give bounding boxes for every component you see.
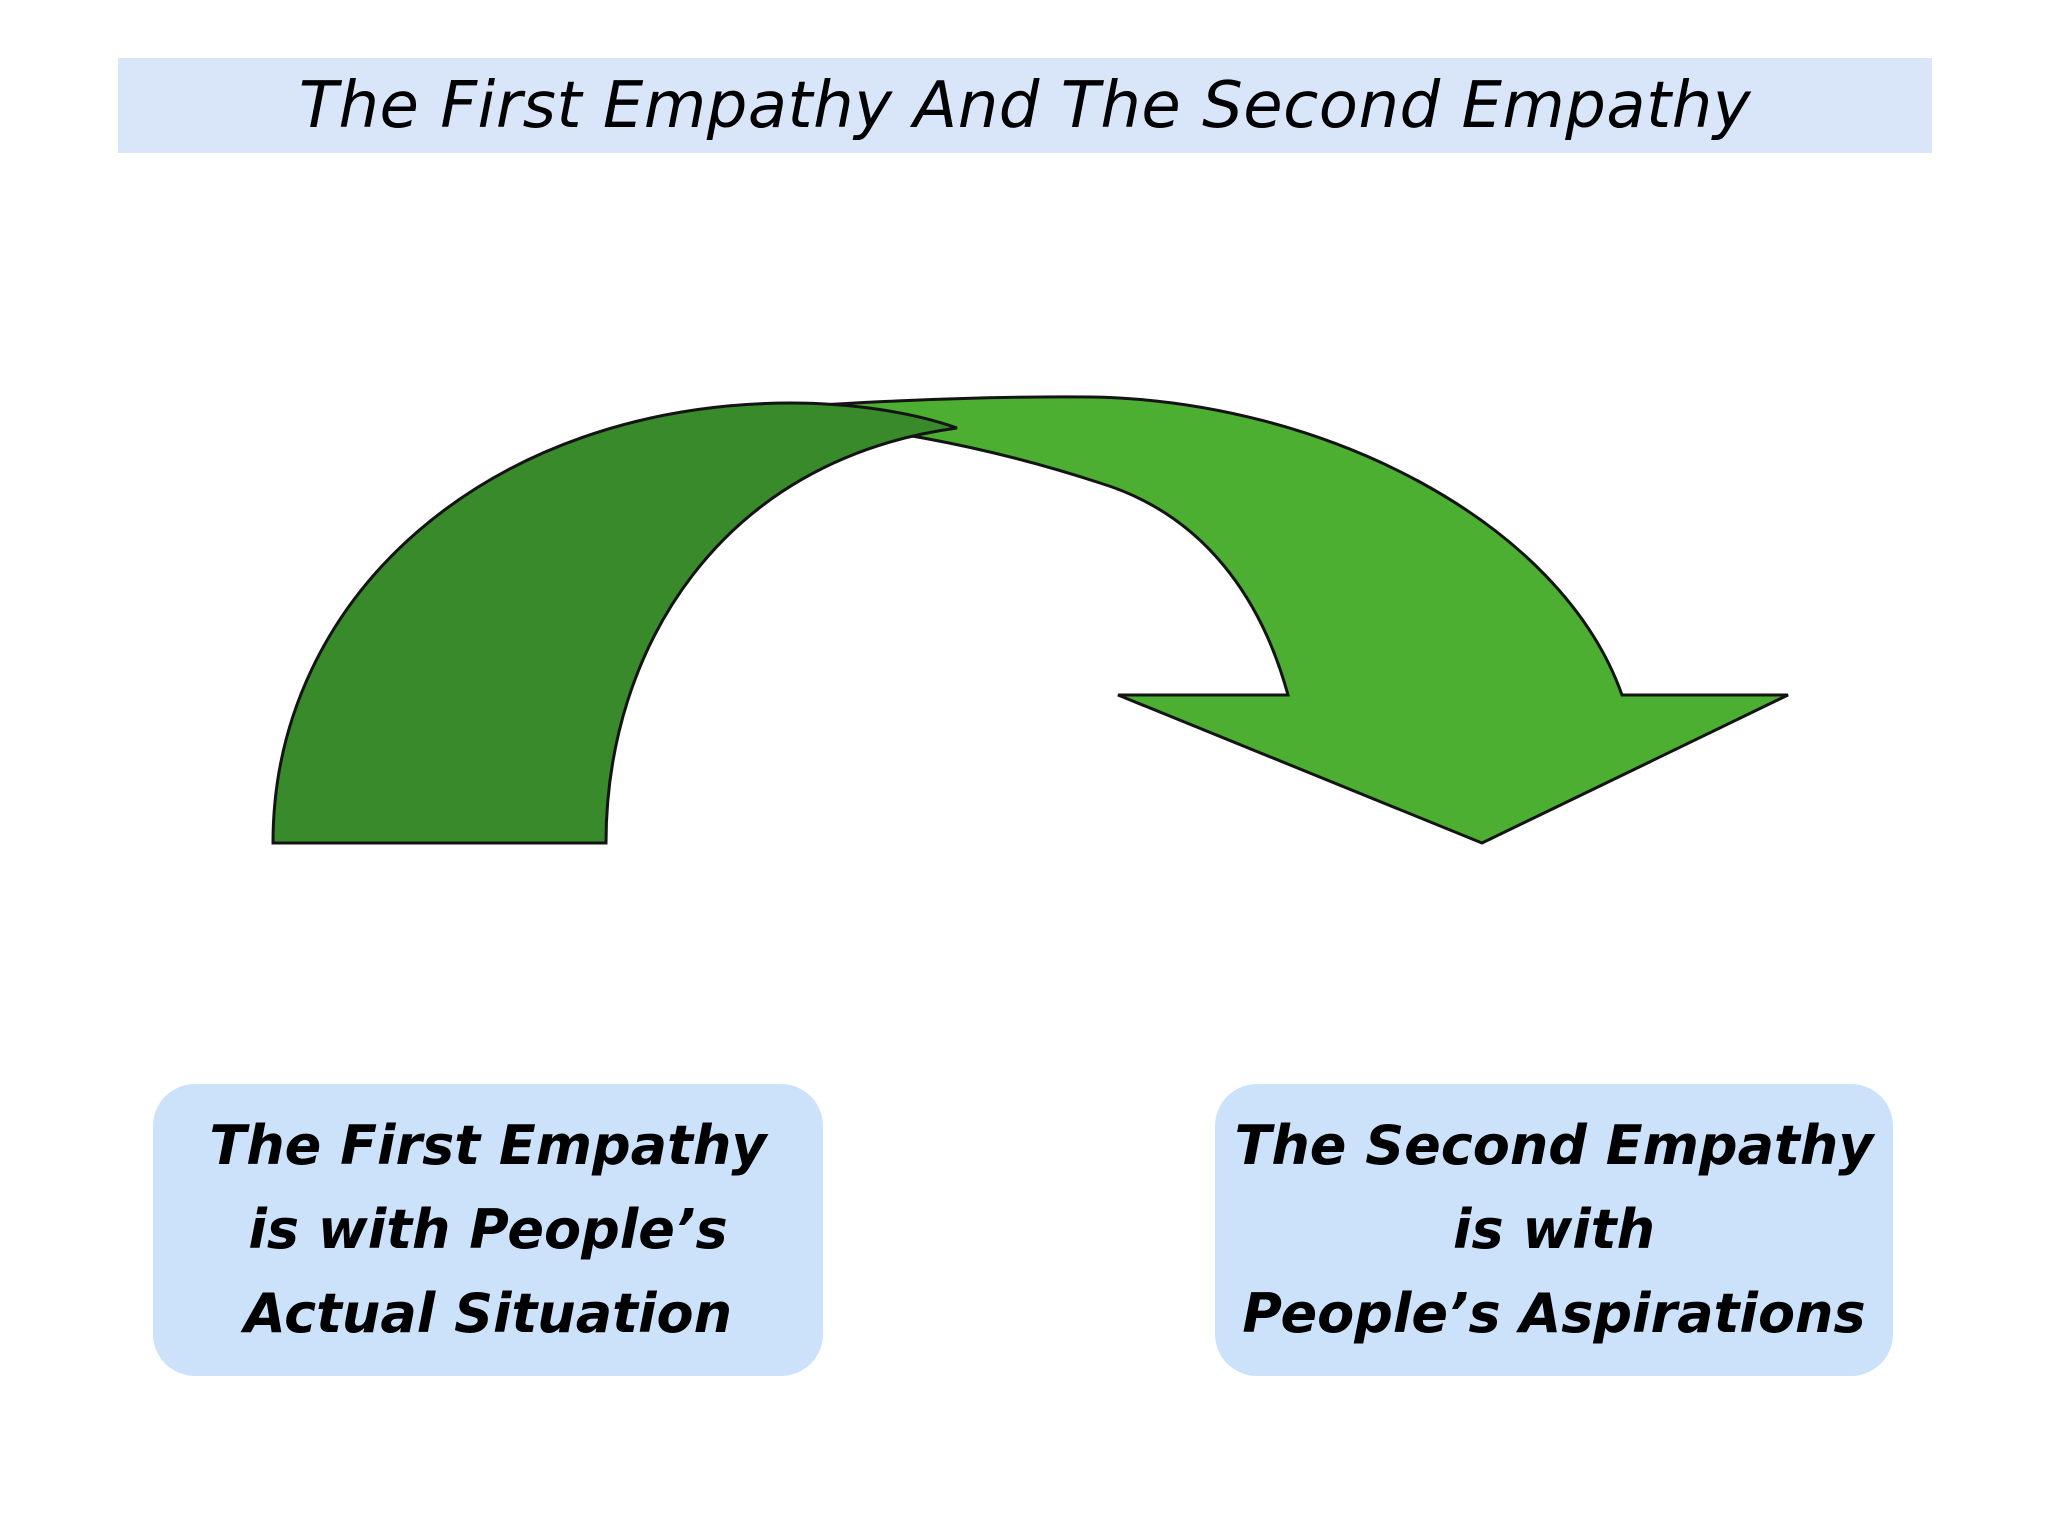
second-empathy-callout-text: The Second Empathy is with People’s Aspi… bbox=[1234, 1114, 1874, 1345]
second-empathy-arrow-shape bbox=[699, 395, 1789, 845]
title-banner: The First Empathy And The Second Empathy bbox=[118, 58, 1932, 153]
second-empathy-callout: The Second Empathy is with People’s Aspi… bbox=[1215, 1084, 1893, 1376]
first-empathy-callout-text: The First Empathy is with People’s Actua… bbox=[209, 1114, 767, 1345]
first-empathy-callout: The First Empathy is with People’s Actua… bbox=[153, 1084, 823, 1376]
first-empathy-arc-shape bbox=[271, 401, 958, 845]
slide-title: The First Empathy And The Second Empathy bbox=[298, 68, 1752, 143]
